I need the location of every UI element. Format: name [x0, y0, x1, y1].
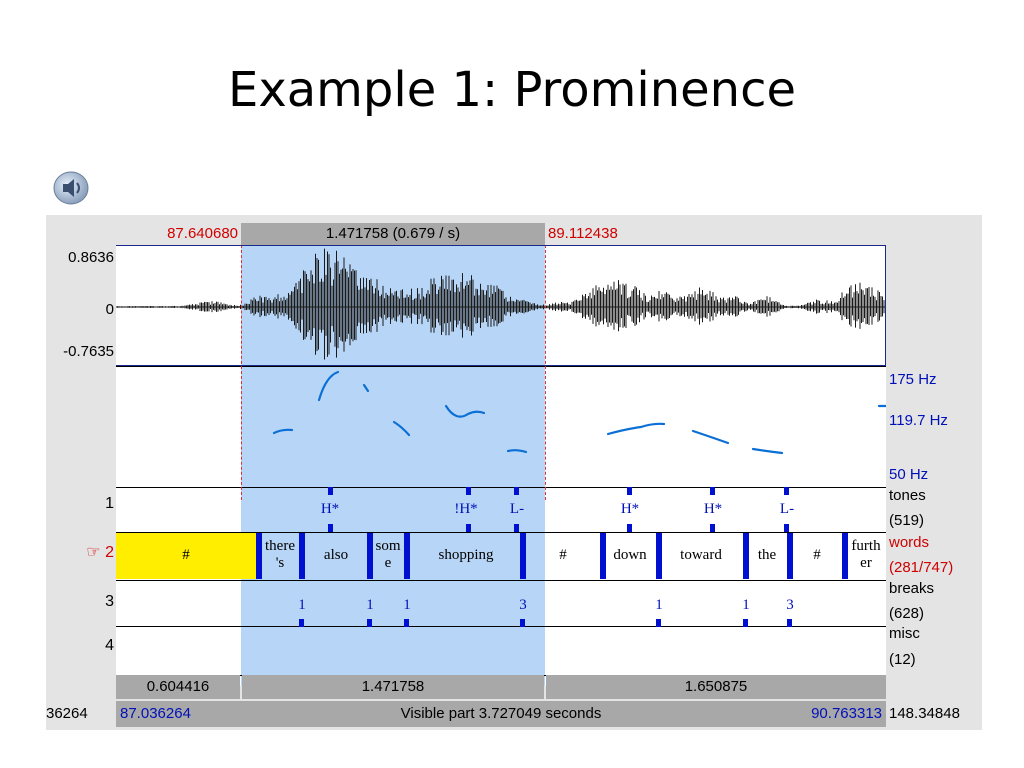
duration-cell-left[interactable]: 0.604416	[116, 675, 240, 699]
tone-label[interactable]: H*	[620, 501, 640, 517]
pitch-mid-label: 119.7 Hz	[889, 412, 948, 429]
slide-title: Example 1: Prominence	[227, 62, 796, 118]
tier-3-number[interactable]: 3	[105, 593, 114, 610]
break-label[interactable]: 3	[519, 597, 527, 613]
word-label[interactable]: #	[559, 547, 567, 563]
tier-2-number[interactable]: ☞ 2	[86, 544, 114, 561]
break-label[interactable]: 3	[786, 597, 794, 613]
signal-canvas[interactable]: H* !H* L- H* H* L- # there 's also som e…	[116, 245, 886, 686]
tier-4-count: (12)	[889, 651, 916, 668]
word-label[interactable]: furth er	[851, 538, 881, 571]
word-label[interactable]: also	[323, 547, 349, 563]
word-label[interactable]: shopping	[438, 547, 494, 563]
tone-label[interactable]: H*	[703, 501, 723, 517]
selected-word-interval[interactable]	[116, 533, 256, 579]
word-label[interactable]: #	[813, 547, 821, 563]
word-label[interactable]: there 's	[265, 538, 295, 571]
selection-start-time[interactable]: 87.640680	[167, 225, 238, 242]
tone-label[interactable]: L-	[779, 501, 795, 517]
tone-label[interactable]: L-	[509, 501, 525, 517]
tier-3-count: (628)	[889, 605, 925, 622]
tier-2-count: (281/747)	[889, 559, 954, 576]
tier-3-name: breaks	[889, 580, 935, 597]
speaker-icon[interactable]	[52, 170, 90, 206]
visible-part-label: Visible part 3.727049 seconds	[400, 705, 602, 722]
word-label[interactable]: #	[182, 547, 190, 563]
tier-1-count: (519)	[889, 512, 925, 529]
break-label[interactable]: 1	[298, 597, 306, 613]
tone-label[interactable]: !H*	[454, 501, 478, 517]
tier-1-number[interactable]: 1	[105, 495, 114, 512]
pitch-top-label: 175 Hz	[889, 371, 937, 388]
waveform	[116, 248, 886, 360]
selection-duration-bar[interactable]: 1.471758 (0.679 / s)	[241, 223, 545, 245]
duration-cell-selection[interactable]: 1.471758	[242, 675, 544, 699]
total-left-time[interactable]: 36264	[46, 705, 88, 722]
amplitude-max-label: 0.8636	[68, 249, 114, 266]
pitch-bottom-label: 50 Hz	[889, 466, 929, 483]
visible-end-time: 90.763313	[811, 705, 882, 722]
word-label[interactable]: the	[757, 547, 777, 563]
duration-cell-right[interactable]: 1.650875	[546, 675, 886, 699]
tier-1-name: tones	[889, 487, 926, 504]
word-label[interactable]: som e	[375, 538, 401, 571]
pitch-track	[272, 370, 886, 455]
tier-4-name: misc	[889, 625, 920, 642]
total-right-time[interactable]: 148.34848	[889, 705, 960, 722]
tone-label[interactable]: H*	[320, 501, 340, 517]
break-label[interactable]: 1	[403, 597, 411, 613]
amplitude-zero-label: 0	[105, 301, 114, 318]
pointer-hand-icon: ☞	[86, 544, 101, 561]
amplitude-min-label: -0.7635	[63, 343, 114, 360]
word-label[interactable]: toward	[680, 547, 722, 563]
tier-4-number[interactable]: 4	[105, 637, 114, 654]
tier-2-name: words	[889, 534, 930, 551]
word-label[interactable]: down	[613, 547, 647, 563]
praat-textgrid-editor: 87.640680 1.471758 (0.679 / s) 89.112438…	[46, 215, 982, 730]
break-label[interactable]: 1	[655, 597, 663, 613]
visible-part-bar[interactable]: 87.036264 Visible part 3.727049 seconds …	[116, 701, 886, 727]
selection-end-time[interactable]: 89.112438	[548, 225, 618, 242]
break-label[interactable]: 1	[366, 597, 374, 613]
visible-start-time: 87.036264	[120, 705, 191, 722]
break-label[interactable]: 1	[742, 597, 750, 613]
